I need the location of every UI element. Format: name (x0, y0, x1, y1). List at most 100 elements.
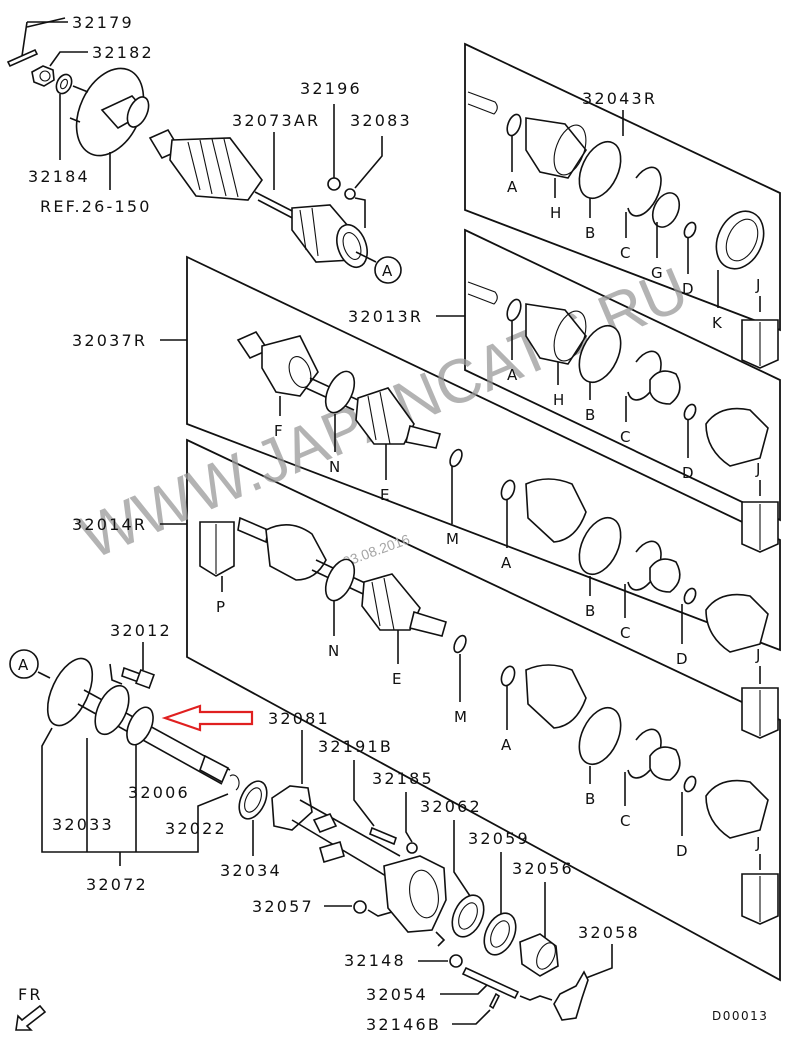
housing-group: 32081 32191B 32185 32062 32059 32056 (252, 709, 640, 1034)
callout-32043r: 32043R (582, 89, 657, 108)
part-letter: C (620, 812, 630, 830)
bearing-32006-part (126, 706, 154, 746)
bushing-32057-part (353, 900, 367, 914)
part-letter: E (392, 670, 401, 688)
part-letter: C (620, 624, 630, 642)
part-letter: D (682, 280, 694, 298)
callout-32059: 32059 (468, 829, 530, 848)
callout-32179: 32179 (72, 13, 134, 32)
panel-32013r-frame (464, 228, 781, 522)
callout-32083: 32083 (350, 111, 412, 130)
part-letter: A (507, 178, 518, 196)
part-letter: H (553, 391, 564, 409)
direction-indicator: FR (15, 985, 47, 1031)
part-letter: P (216, 598, 225, 616)
nut-32196-part (327, 177, 341, 191)
part-letter: N (328, 642, 339, 660)
cotter-pin-part (6, 48, 39, 68)
callout-32146b: 32146B (366, 1015, 441, 1034)
callout-32062: 32062 (420, 797, 482, 816)
hub-nut-part (31, 65, 55, 87)
grease-pack-p-part (199, 521, 235, 577)
callout-32056: 32056 (512, 859, 574, 878)
part-letter: M (454, 708, 467, 726)
callout-32057: 32057 (252, 897, 314, 916)
outer-cv-boot-part (169, 137, 263, 201)
outer-joint-part (261, 335, 319, 397)
callout-32182: 32182 (92, 43, 154, 62)
part-letter: F (274, 422, 283, 440)
bearing-32033-part (94, 684, 130, 736)
part-letter: A (507, 366, 518, 384)
part-letter: A (501, 554, 512, 572)
shift-fork-32058-part (553, 970, 589, 1021)
panel-32043r-frame (464, 42, 781, 332)
tube-flange-32081-part (271, 785, 313, 831)
kit-row-3: A B C D J (500, 478, 779, 739)
part-letter: J (755, 646, 760, 664)
part-letter: J (755, 276, 760, 294)
drive-shaft-assembly: 32073AR 32196 32083 A (148, 79, 412, 284)
highlight-arrow-icon (161, 704, 254, 732)
hub-group: 32179 32182 32184 REF.26-150 (6, 13, 154, 216)
reference-marker-a-top (374, 256, 402, 284)
part-letter: K (712, 314, 723, 332)
callout-32006: 32006 (128, 783, 190, 802)
direction-label: FR (18, 985, 43, 1004)
diagram-code: D00013 (712, 1009, 768, 1023)
panel-32037r-frame (186, 255, 781, 652)
part-letter: B (585, 790, 595, 808)
callout-32196: 32196 (300, 79, 362, 98)
callout-32081: 32081 (268, 709, 330, 728)
callout-32012: 32012 (110, 621, 172, 640)
callout-32058: 32058 (578, 923, 640, 942)
part-letter: M (446, 530, 459, 548)
callout-32054: 32054 (366, 985, 428, 1004)
panel-32014r: 32014R P N E M (72, 515, 467, 726)
bushing-32148-part (449, 954, 463, 968)
nut-32185-part (406, 842, 418, 854)
sleeve-32056-part (519, 933, 559, 977)
callout-32191b: 32191B (318, 737, 393, 756)
part-letter: J (755, 834, 760, 852)
part-letter: A (501, 736, 512, 754)
panel-32037r: 32037R F N E M (72, 330, 463, 548)
callout-32148: 32148 (344, 951, 406, 970)
reference-marker-a-bottom-label: A (18, 656, 29, 674)
panel-frames (186, 42, 781, 982)
panel-32014r-frame (186, 438, 781, 982)
callout-32022: 32022 (165, 819, 227, 838)
part-letter: C (620, 428, 630, 446)
callout-32073ar: 32073AR (232, 111, 320, 130)
part-letter: G (651, 264, 663, 282)
callout-32013r: 32013R (348, 307, 423, 326)
part-letter: E (380, 486, 389, 504)
panel-32013r: 32013R A H B C D J (348, 281, 779, 553)
part-letter: J (755, 460, 760, 478)
reference-marker-a-top-label: A (382, 262, 393, 280)
axle-flange-part (46, 657, 94, 727)
washer-32083-part (344, 188, 356, 200)
callout-32033: 32033 (52, 815, 114, 834)
callout-32014r: 32014R (72, 515, 147, 534)
callout-ref-26-150: REF.26-150 (40, 197, 152, 216)
part-letter: B (585, 602, 595, 620)
shift-rod-32054-part (461, 966, 520, 1000)
part-letter: C (620, 244, 630, 262)
part-letter: B (585, 224, 595, 242)
axle-shaft-group: A 32012 32034 32006 32033 32022 32072 (9, 621, 280, 894)
reference-marker-a-bottom (9, 649, 39, 679)
inner-housing-part (265, 524, 327, 581)
front-arrow-icon (15, 1004, 47, 1031)
part-letter: H (550, 204, 561, 222)
part-letter: D (682, 464, 694, 482)
inner-boot-part (361, 573, 421, 631)
output-housing-part (383, 855, 447, 933)
callout-32184: 32184 (28, 167, 90, 186)
callout-32072: 32072 (86, 875, 148, 894)
part-letter: D (676, 842, 688, 860)
callout-32185: 32185 (372, 769, 434, 788)
seal-32034-part (238, 780, 268, 820)
part-letter: B (585, 406, 595, 424)
